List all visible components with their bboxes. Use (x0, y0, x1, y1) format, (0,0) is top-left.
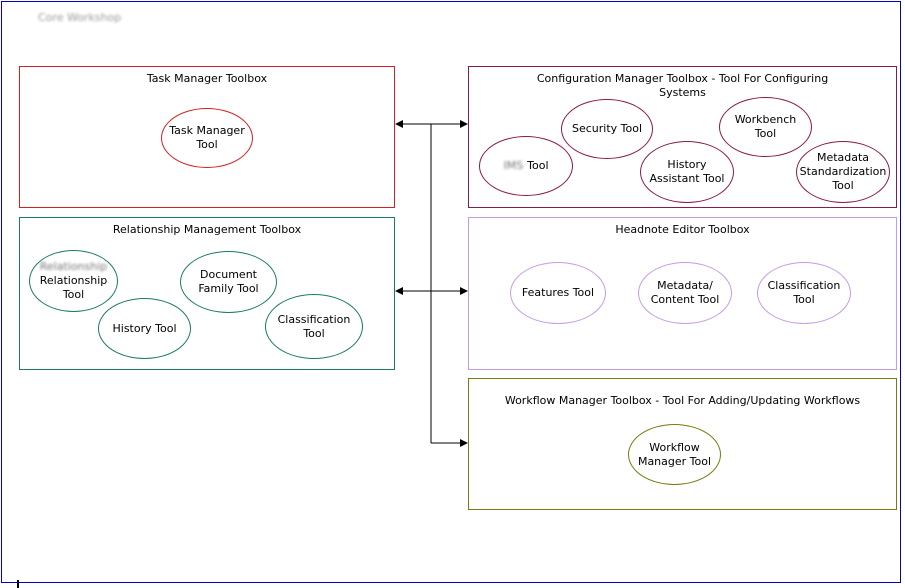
task-manager-toolbox: Task Manager Toolbox Task Manager Tool (19, 66, 395, 208)
tool-label: Family Tool (198, 282, 259, 295)
workflow-manager-toolbox-title: Workflow Manager Toolbox - Tool For Addi… (504, 394, 861, 407)
tool-label: History (667, 158, 707, 171)
tool-label: Content Tool (650, 293, 720, 306)
tool-label: Manager Tool (637, 454, 712, 468)
ims-tool[interactable]: IMS Tool (479, 136, 573, 196)
document-family-tool[interactable]: Document Family Tool (180, 251, 277, 313)
tool-label: Workbench (734, 113, 797, 126)
tool-label: Tool (793, 293, 815, 306)
tool-label: Document (200, 268, 257, 281)
metadata-content-tool[interactable]: Metadata/ Content Tool (638, 262, 732, 324)
task-manager-tool[interactable]: Task Manager Tool (161, 108, 253, 168)
workbench-tool[interactable]: Workbench Tool (719, 97, 812, 157)
features-tool[interactable]: Features Tool (510, 262, 606, 324)
workflow-manager-tool[interactable]: Workflow Manager Tool (628, 424, 721, 485)
tool-label: Tool (196, 138, 218, 151)
tool-label: Classification (767, 279, 841, 292)
history-tool[interactable]: History Tool (98, 298, 191, 359)
tool-label: Metadata (816, 151, 870, 164)
headnote-classification-tool[interactable]: Classification Tool (757, 262, 851, 324)
tool-label: Workflow (649, 440, 700, 454)
tool-label: Tool (303, 326, 325, 340)
tool-label: Assistant Tool (649, 172, 725, 185)
history-assistant-tool[interactable]: History Assistant Tool (640, 141, 734, 203)
metadata-standardization-tool[interactable]: Metadata Standardization Tool (796, 141, 890, 203)
tool-label: Tool (754, 127, 777, 140)
headnote-editor-toolbox-title: Headnote Editor Toolbox (615, 223, 750, 236)
task-manager-toolbox-title: Task Manager Toolbox (146, 72, 268, 85)
tool-label: Tool (62, 288, 85, 301)
tool-label-redacted: IMS (503, 159, 524, 172)
page-title: Core Workshop (38, 11, 122, 24)
relationship-classification-tool[interactable]: Classification Tool (265, 294, 363, 359)
tool-label: Task Manager (169, 124, 245, 137)
configuration-manager-toolbox: Configuration Manager Toolbox - Tool For… (468, 66, 897, 208)
tool-label: Tool (832, 179, 854, 192)
relationship-management-toolbox-title: Relationship Management Toolbox (112, 223, 302, 236)
tool-label: Classification (277, 312, 351, 326)
tool-label: Features Tool (521, 286, 595, 299)
title-line: Configuration Manager Toolbox - Tool For… (536, 72, 829, 85)
tool-label: Standardization (799, 165, 887, 178)
tool-label: Tool (527, 159, 549, 172)
tool-label: Metadata/ (657, 279, 713, 292)
tool-label: History Tool (112, 321, 177, 335)
title-line: Systems (659, 86, 706, 99)
relationship-tool[interactable]: Relationship Relationship Tool (29, 250, 118, 312)
security-tool[interactable]: Security Tool (561, 99, 653, 159)
tool-label-redacted: Relationship (39, 260, 108, 273)
configuration-manager-toolbox-title: Configuration Manager Toolbox - Tool For… (469, 72, 896, 100)
tool-label: Security Tool (571, 122, 643, 135)
workflow-manager-toolbox: Workflow Manager Toolbox - Tool For Addi… (468, 378, 897, 510)
relationship-management-toolbox: Relationship Management Toolbox Relation… (19, 217, 395, 370)
headnote-editor-toolbox: Headnote Editor Toolbox Features Tool Me… (468, 217, 897, 370)
tool-label: Relationship (39, 274, 108, 287)
cursor-mark (17, 580, 19, 588)
